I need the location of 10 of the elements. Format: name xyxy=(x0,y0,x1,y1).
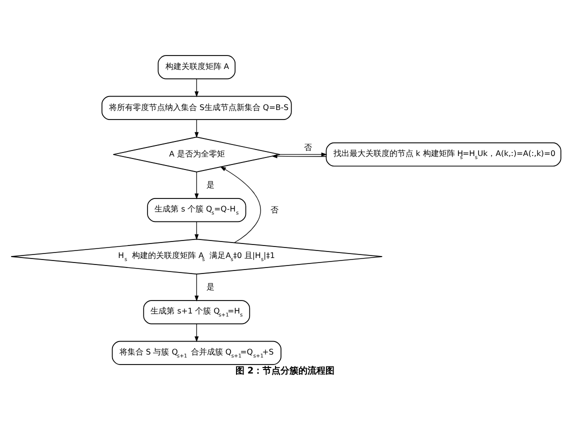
arrow xyxy=(280,152,328,157)
arrow xyxy=(220,166,261,243)
arrow xyxy=(194,324,199,342)
arrow xyxy=(194,274,199,302)
arrow xyxy=(271,154,326,158)
arrow xyxy=(194,222,199,240)
arrow xyxy=(194,172,199,200)
caption: 图 2：节点分簇的流程图 xyxy=(235,366,335,377)
arrow xyxy=(194,78,199,98)
arrow xyxy=(194,119,199,138)
